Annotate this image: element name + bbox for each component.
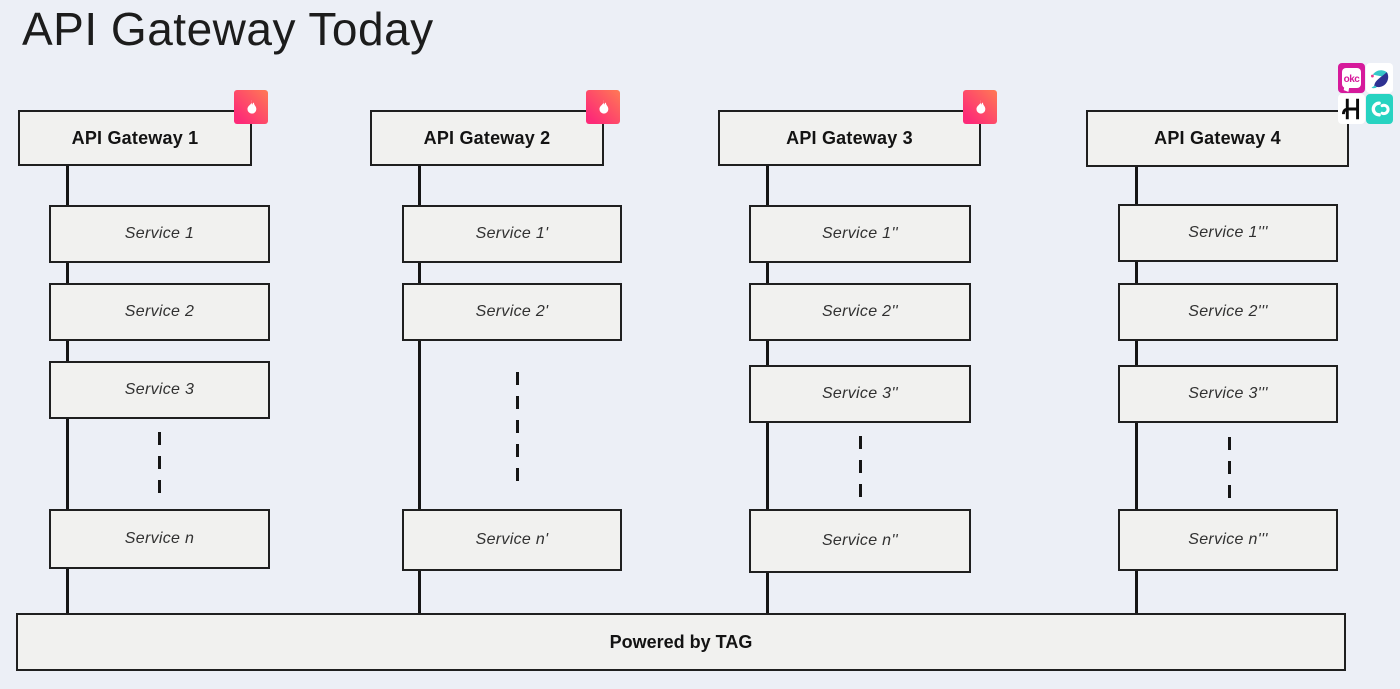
ellipsis-dashed-line-1 — [158, 432, 161, 498]
service-box: Service n — [49, 509, 270, 569]
service-box: Service 2' — [402, 283, 622, 341]
service-box: Service 1' — [402, 205, 622, 263]
tinder-flame-badge-1 — [234, 90, 268, 124]
service-label: Service 3'' — [821, 385, 899, 402]
service-label: Service 1'' — [821, 225, 899, 242]
service-label: Service 2 — [124, 303, 195, 320]
service-box: Service 2'' — [749, 283, 971, 341]
service-box: Service n''' — [1118, 509, 1338, 571]
powered-by-tag-bar: Powered by TAG — [16, 613, 1346, 671]
service-label: Service n'' — [821, 532, 899, 549]
service-box: Service 2 — [49, 283, 270, 341]
gateway-box-2: API Gateway 2 — [370, 110, 604, 166]
ellipsis-dashed-line-2 — [516, 372, 519, 490]
pairs-icon — [1366, 94, 1393, 124]
service-label: Service 2''' — [1188, 303, 1268, 320]
gateway-box-3: API Gateway 3 — [718, 110, 981, 166]
hinge-icon — [1338, 94, 1365, 124]
service-box: Service 1'' — [749, 205, 971, 263]
service-label: Service n — [124, 530, 195, 547]
ellipsis-dashed-line-3 — [859, 436, 862, 501]
service-label: Service 1 — [124, 225, 195, 242]
gateway-label-1: API Gateway 1 — [71, 127, 199, 148]
gateway-label-4: API Gateway 4 — [1154, 128, 1281, 148]
service-box: Service 3''' — [1118, 365, 1338, 423]
service-box: Service 3 — [49, 361, 270, 419]
okcupid-bubble: okc — [1341, 68, 1362, 88]
gateway-box-1: API Gateway 1 — [18, 110, 252, 166]
service-label: Service 2' — [475, 303, 549, 320]
service-label: Service n' — [475, 531, 549, 548]
service-box: Service 1 — [49, 205, 270, 263]
service-label: Service n''' — [1188, 531, 1268, 548]
gateway-label-3: API Gateway 3 — [786, 127, 913, 148]
okcupid-label: okc — [1343, 74, 1360, 85]
service-box: Service n'' — [749, 509, 971, 573]
tinder-flame-badge-2 — [586, 90, 620, 124]
gateway-box-4: API Gateway 4 — [1086, 110, 1349, 167]
service-box: Service 1''' — [1118, 204, 1338, 262]
service-label: Service 1' — [475, 225, 549, 242]
powered-by-tag-label: Powered by TAG — [609, 631, 753, 652]
plenty-of-fish-icon — [1366, 63, 1393, 93]
tinder-flame-icon — [598, 99, 608, 114]
gateway-label-2: API Gateway 2 — [423, 127, 551, 148]
service-label: Service 3 — [124, 381, 195, 398]
tinder-flame-icon — [975, 99, 985, 114]
ellipsis-dashed-line-4 — [1228, 437, 1231, 501]
service-box: Service 2''' — [1118, 283, 1338, 341]
tinder-flame-icon — [246, 99, 256, 114]
okcupid-icon: okc — [1338, 63, 1365, 93]
service-label: Service 3''' — [1188, 385, 1268, 402]
page-title: API Gateway Today — [22, 3, 434, 55]
service-label: Service 2'' — [821, 303, 899, 320]
connector-line-gateway-2 — [418, 166, 421, 613]
service-label: Service 1''' — [1188, 224, 1268, 241]
service-box: Service n' — [402, 509, 622, 571]
service-box: Service 3'' — [749, 365, 971, 423]
tinder-flame-badge-3 — [963, 90, 997, 124]
